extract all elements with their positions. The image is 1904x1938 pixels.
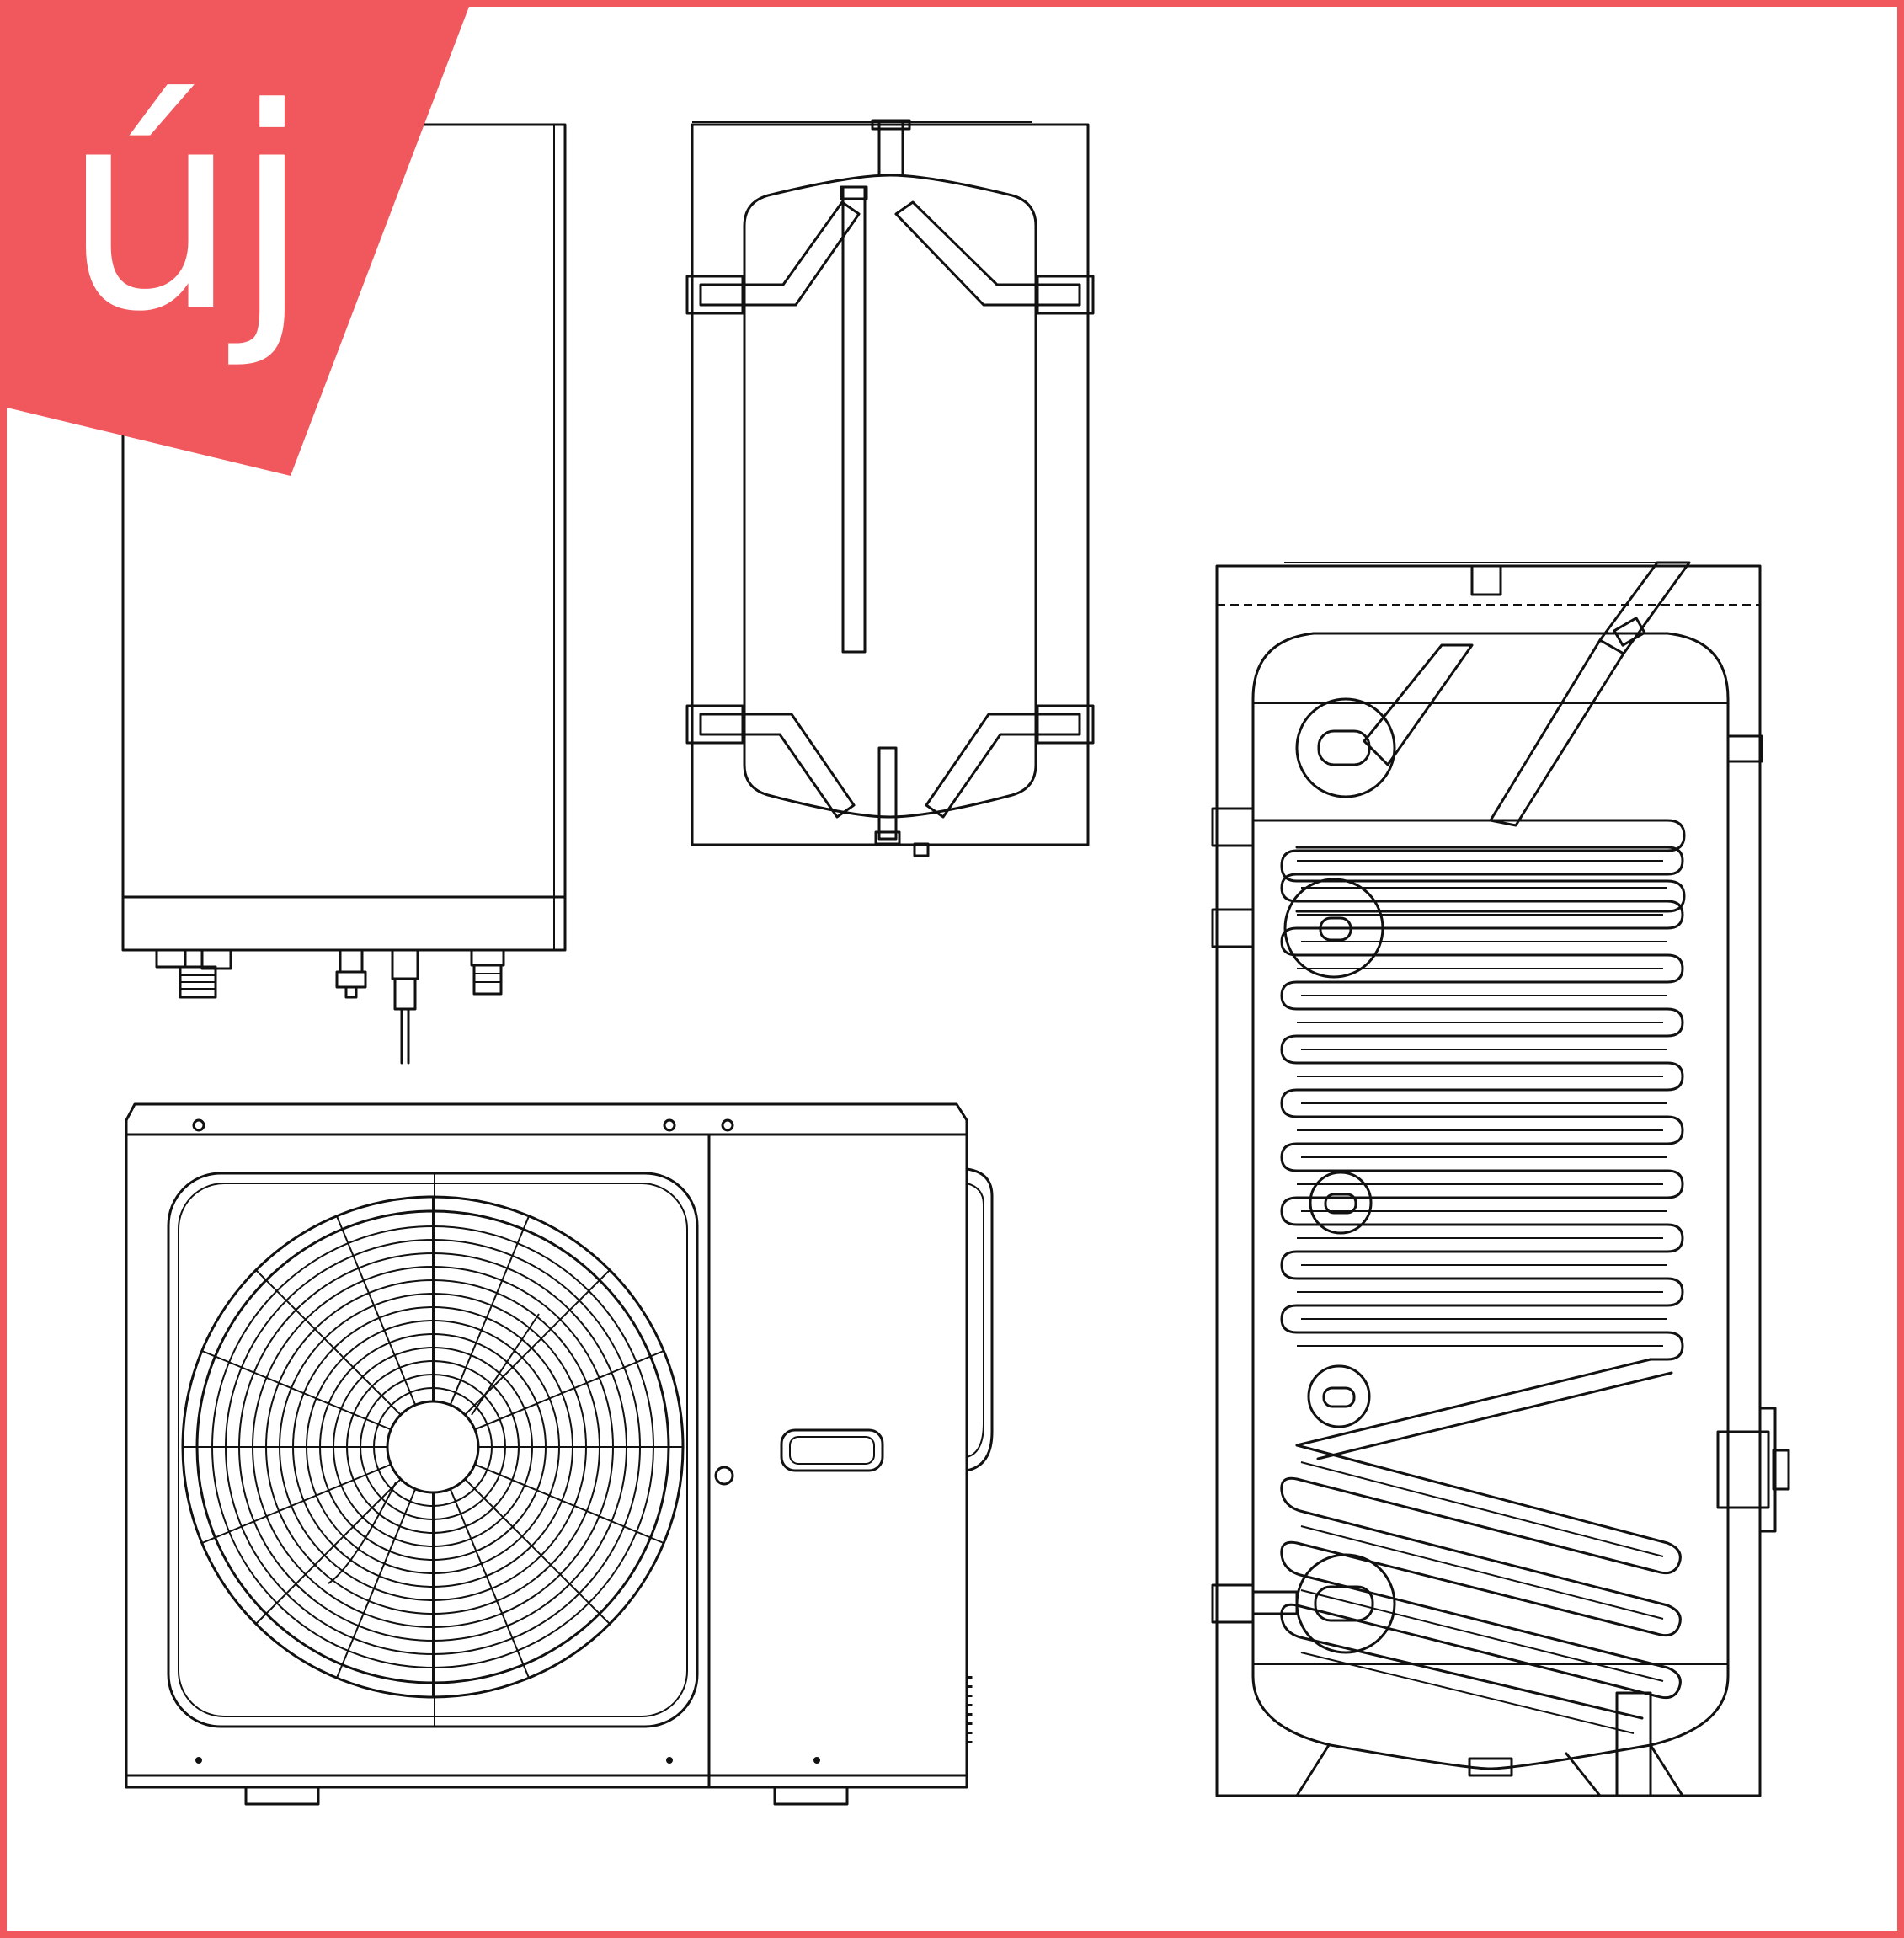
buffer-tank-drawing bbox=[685, 119, 1095, 857]
new-badge bbox=[0, 0, 472, 476]
hot-water-cylinder-drawing bbox=[1211, 561, 1790, 1797]
upper-coil-loops bbox=[1280, 846, 1684, 1361]
new-badge-label: új bbox=[62, 49, 311, 372]
lower-coil-loops bbox=[1280, 1444, 1682, 1734]
outdoor-unit-drawing bbox=[125, 1102, 994, 1806]
